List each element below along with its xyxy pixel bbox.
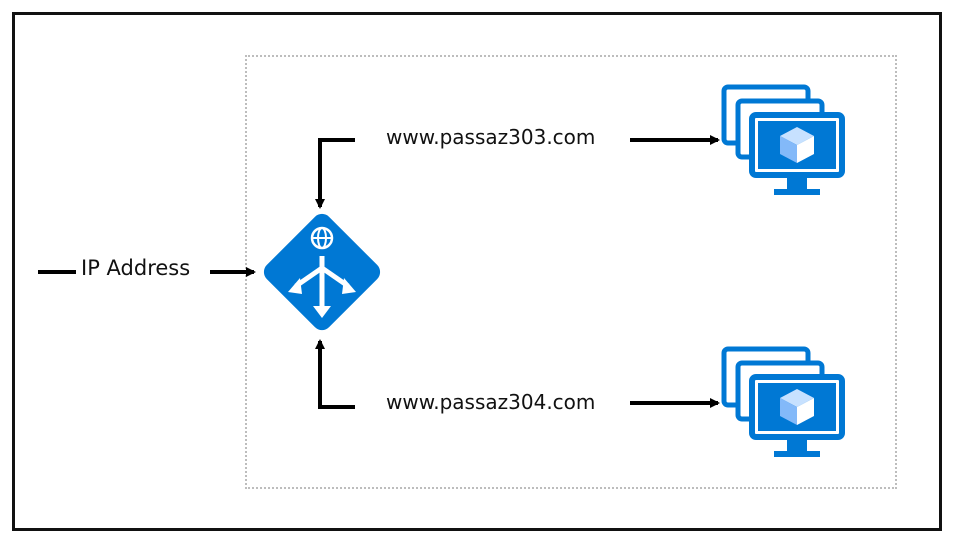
route-2-host-label: www.passaz304.com (386, 390, 596, 414)
route-1-host-label: www.passaz303.com (386, 125, 596, 149)
vm-scale-set-icon (724, 349, 842, 457)
route-2-connector (315, 339, 355, 409)
application-gateway-icon (263, 213, 381, 331)
vm-scale-set-icon (724, 87, 842, 195)
ip-address-label: IP Address (81, 256, 191, 280)
route-1-connector (315, 138, 355, 209)
